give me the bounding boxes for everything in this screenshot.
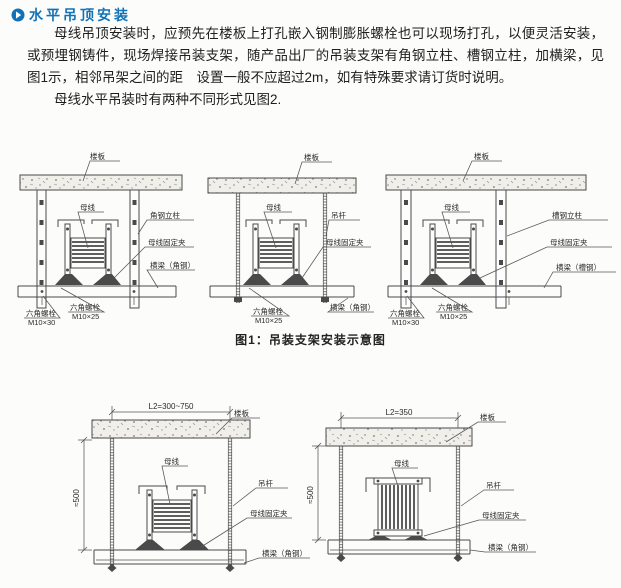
cross-beam: 横梁（角钢） — [93, 548, 310, 565]
label-bolt-name: 六角螺栓 — [438, 302, 468, 312]
label-slab: 楼板 — [304, 152, 319, 162]
figure1-diagram-angle-steel: 楼板 角钢立柱 母线 母线固定 — [17, 151, 195, 327]
cross-beam: 横梁（角钢） — [327, 539, 536, 555]
hanging-rods: 吊杆 — [234, 193, 360, 303]
busbar-assembly: 母线 母线固定夹 — [420, 202, 612, 285]
label-busbar: 母线 — [266, 202, 281, 212]
label-slab: 楼板 — [474, 151, 489, 161]
bolt-callout-m10x25: 六角螺栓 M10×25 — [248, 287, 291, 325]
body-text: 母线吊顶安装时，应预先在楼板上打孔嵌入钢制膨胀螺栓也可以现场打孔，以便灵活安装，… — [27, 23, 604, 111]
bolt-callout-m10x30: 六角螺栓 M10×30 — [388, 295, 425, 327]
slab: 楼板 — [207, 152, 357, 194]
label-rod: 吊杆 — [486, 480, 501, 490]
figure1-diagram-channel-steel: 楼板 槽钢立柱 母线 母线固定 — [385, 151, 616, 327]
label-bolt-name: 六角螺栓 — [390, 308, 420, 318]
body-paragraph-2: 母线水平吊装时有两种不同形式见图2. — [54, 92, 282, 107]
figure2-diagram-busbar-flat: L2=300~750 楼板 ≈500 吊杆 — [72, 402, 310, 572]
left-dimension: ≈500 — [306, 442, 326, 544]
section-title: 水平吊顶安装 — [29, 7, 131, 23]
label-busbar: 母线 — [444, 202, 459, 212]
label-beam: 横梁（槽钢） — [556, 262, 601, 272]
slab: 楼板 — [325, 412, 506, 447]
busbar-assembly: 母线 母线固定夹 — [365, 458, 526, 540]
label-beam: 横梁（角钢） — [488, 542, 533, 552]
body-paragraph-1: 母线吊顶安装时，应预先在楼板上打孔嵌入钢制膨胀螺栓也可以现场打孔，以便灵活安装，… — [27, 26, 604, 85]
section-bullet-icon — [11, 8, 25, 22]
label-clamp: 母线固定夹 — [250, 508, 288, 518]
label-bolt-name: 六角螺栓 — [253, 306, 283, 316]
busbar-assembly: 母线 母线固定夹 — [243, 202, 371, 285]
busbar-assembly: 母线 母线固定夹 — [55, 202, 194, 285]
columns: 角钢立柱 — [36, 189, 194, 309]
slab: 楼板 — [91, 408, 260, 439]
label-clamp: 母线固定夹 — [326, 237, 364, 247]
label-beam: 横梁（角钢） — [330, 302, 375, 312]
figure1-diagram-hanging-rod: 楼板 吊杆 母线 母线固定夹 — [207, 152, 375, 325]
section-header: 水平吊顶安装 — [11, 5, 131, 25]
dim-height: ≈500 — [306, 486, 315, 504]
bolt-callout-m10x25: 六角螺栓 M10×25 — [60, 287, 106, 321]
label-column: 槽钢立柱 — [552, 210, 582, 220]
label-rod: 吊杆 — [331, 210, 346, 220]
columns: 槽钢立柱 — [400, 189, 608, 309]
label-busbar: 母线 — [164, 456, 179, 466]
label-bolt-spec: M10×30 — [392, 318, 419, 327]
label-bolt-spec: M10×25 — [440, 312, 467, 321]
slab: 楼板 — [19, 151, 183, 191]
label-clamp: 母线固定夹 — [148, 237, 186, 247]
label-slab: 楼板 — [90, 151, 105, 161]
label-bolt-name: 六角螺栓 — [70, 302, 100, 312]
cross-beam: 横梁（角钢） — [209, 285, 375, 313]
label-busbar: 母线 — [394, 458, 409, 468]
hanging-rods: 吊杆 — [106, 437, 288, 572]
dim-height: ≈500 — [72, 489, 81, 507]
left-dimension: ≈500 — [72, 436, 92, 554]
label-clamp: 母线固定夹 — [482, 510, 520, 520]
dim-span: L2=350 — [386, 408, 413, 417]
slab: 楼板 — [385, 151, 587, 191]
label-beam: 横梁（角钢） — [150, 260, 195, 270]
cross-beam: 横梁（槽钢） — [387, 262, 616, 305]
bolt-callout-m10x25: 六角螺栓 M10×25 — [431, 287, 474, 321]
label-column: 角钢立柱 — [150, 210, 180, 220]
figure1-caption: 图1：吊装支架安装示意图 — [235, 333, 386, 347]
bolt-callout-m10x30: 六角螺栓 M10×30 — [24, 295, 61, 327]
cross-beam: 横梁（角钢） — [17, 260, 195, 305]
label-clamp: 母线固定夹 — [550, 237, 588, 247]
label-slab: 楼板 — [234, 408, 249, 418]
label-busbar: 母线 — [80, 202, 95, 212]
label-bolt-spec: M10×25 — [255, 316, 282, 325]
dim-span: L2=300~750 — [149, 402, 194, 411]
label-beam: 横梁（角钢） — [262, 548, 307, 558]
busbar-assembly: 母线 母线固定夹 — [135, 456, 292, 550]
label-bolt-name: 六角螺栓 — [26, 308, 56, 318]
label-slab: 楼板 — [480, 412, 495, 422]
top-dimension: L2=300~750 — [108, 402, 234, 420]
top-dimension: L2=350 — [337, 408, 462, 428]
hanging-rods: 吊杆 — [336, 446, 514, 562]
label-bolt-spec: M10×25 — [72, 312, 99, 321]
label-bolt-spec: M10×30 — [28, 318, 55, 327]
figure2-diagram-busbar-edge: L2=350 楼板 ≈500 吊杆 — [306, 408, 536, 562]
label-rod: 吊杆 — [258, 478, 273, 488]
